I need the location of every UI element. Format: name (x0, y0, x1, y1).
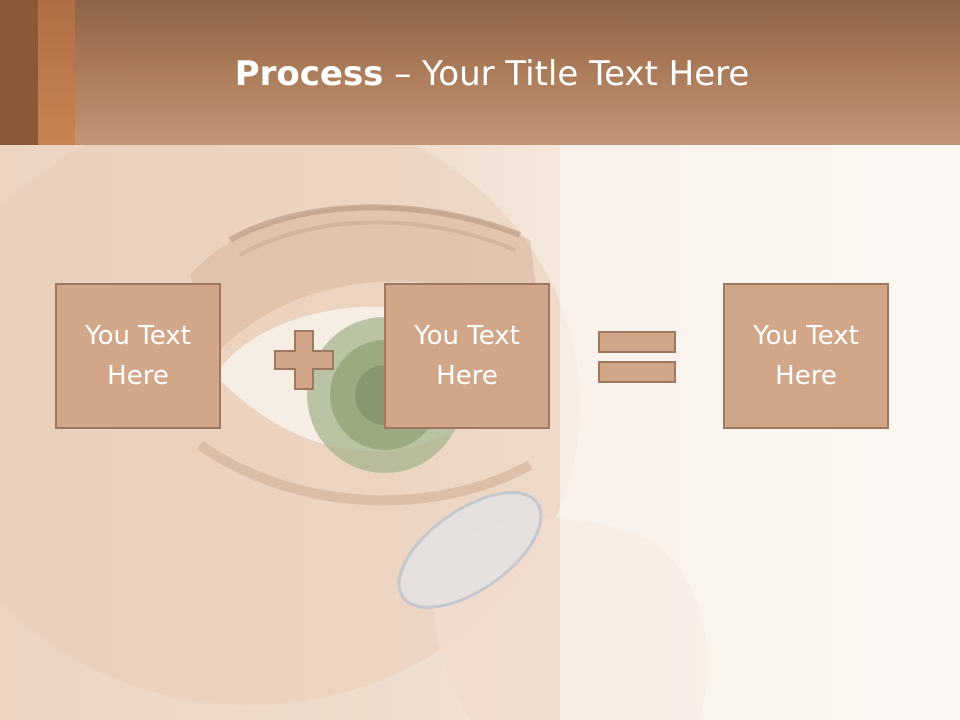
text-box-3-label: You Text Here (753, 321, 859, 391)
text-box-1[interactable]: You Text Here (55, 283, 221, 429)
text-box-2-label: You Text Here (414, 321, 520, 391)
title-bar-accent-light (38, 0, 75, 145)
slide-title-rest: – Your Title Text Here (383, 54, 750, 94)
title-bar-accent-dark (0, 0, 38, 145)
text-box-1-label: You Text Here (85, 321, 191, 391)
text-box-2[interactable]: You Text Here (384, 283, 550, 429)
text-box-3[interactable]: You Text Here (723, 283, 889, 429)
eye-contact-lens-illustration (0, 145, 960, 720)
equals-icon (598, 331, 676, 383)
plus-icon (274, 330, 334, 390)
slide-title[interactable]: Process – Your Title Text Here (0, 52, 960, 96)
background-eye-photo (0, 145, 960, 720)
title-bar: Process – Your Title Text Here (0, 0, 960, 145)
slide-title-bold: Process (234, 54, 384, 94)
